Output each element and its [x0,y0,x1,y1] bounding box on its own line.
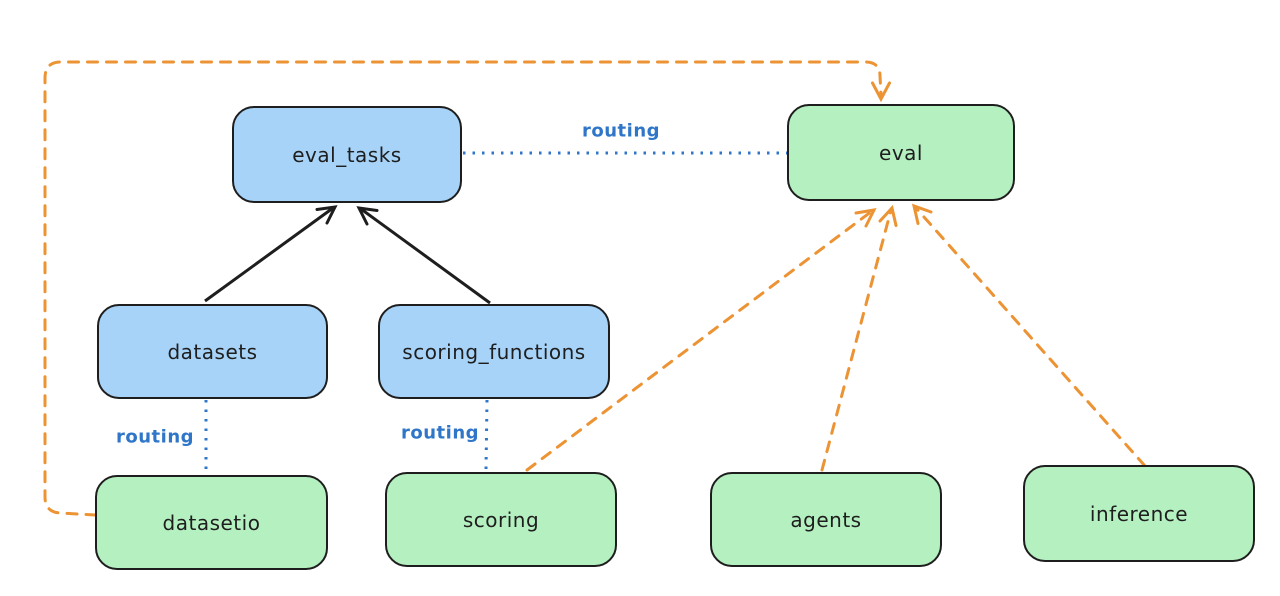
edge-inference-to-eval-arrowhead [911,203,933,225]
edge-datasets-to-eval_tasks-arrowhead [315,205,338,225]
edge-label-datasets-datasetio-routing: routing [115,426,195,448]
node-scoring-functions-label: scoring_functions [402,339,586,364]
edge-scoring-to-eval-arrowhead [854,208,877,228]
edge-inference-to-eval [914,206,1147,468]
node-scoring-functions: scoring_functions [378,304,610,399]
node-eval-tasks: eval_tasks [232,106,462,203]
node-agents-label: agents [790,507,862,532]
node-datasetio: datasetio [95,475,328,570]
edge-datasetio-to-eval [43,60,883,517]
node-datasetio-label: datasetio [162,510,261,535]
edge-scoring_functions-to-scoring-routing [484,399,489,470]
edge-scoring_functions-to-eval_tasks [360,207,491,305]
edge-agents-to-eval [820,208,893,472]
edge-agents-to-eval-arrowhead [878,204,898,227]
node-eval-label: eval [879,140,923,165]
node-inference: inference [1023,465,1255,562]
node-eval: eval [787,104,1015,201]
node-agents: agents [710,472,942,567]
node-datasets-label: datasets [167,339,258,364]
node-datasets: datasets [97,304,328,399]
node-scoring: scoring [385,472,617,567]
edge-datasets-to-eval_tasks [204,206,334,303]
node-inference-label: inference [1089,501,1189,526]
edge-scoring_functions-to-eval_tasks-arrowhead [356,206,379,226]
node-eval-tasks-label: eval_tasks [292,142,402,167]
edge-scoring-to-eval [525,209,874,472]
edge-label-scoring-functions-scoring-routing: routing [400,422,480,444]
edge-datasetio-to-eval-arrowhead [871,81,891,103]
node-scoring-label: scoring [462,507,540,532]
edge-label-eval-tasks-eval-routing: routing [581,120,661,142]
